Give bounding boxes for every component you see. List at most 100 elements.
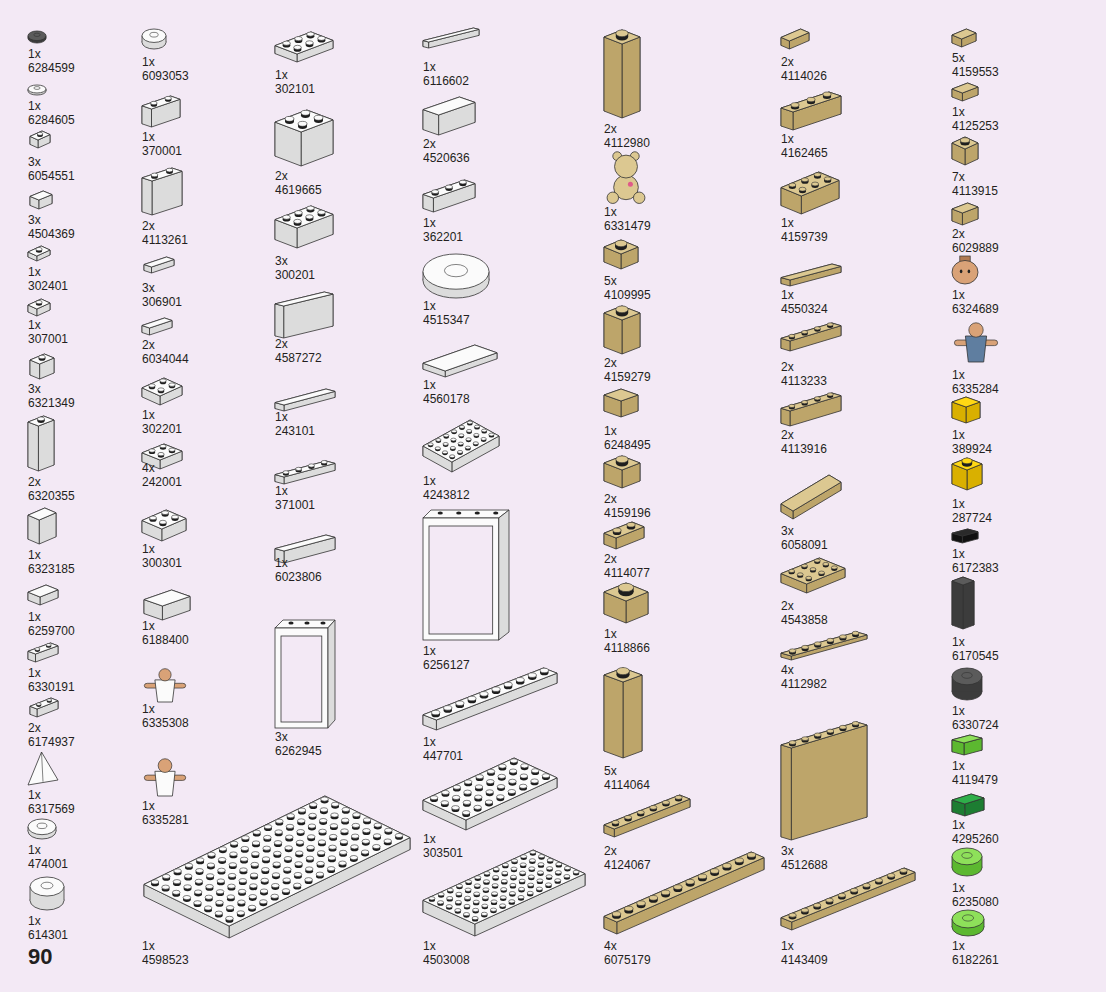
stud-top: [284, 867, 292, 871]
brick-side: [38, 420, 54, 471]
brick-top: [28, 299, 50, 309]
stud-top: [875, 878, 882, 882]
brick-top: [604, 456, 640, 470]
stud-top: [476, 775, 484, 779]
quantity: 1x: [952, 759, 965, 773]
quantity: 1x: [142, 408, 155, 422]
part-number: 6330191: [28, 680, 75, 694]
part-number: 6172383: [952, 561, 999, 575]
round-top: [423, 254, 489, 289]
quantity: 2x: [142, 338, 155, 352]
quantity: 5x: [604, 274, 617, 288]
stud-top: [747, 853, 756, 858]
stud-top: [218, 857, 226, 861]
brick-top: [781, 393, 841, 411]
stud-top: [519, 879, 525, 882]
stud-top: [287, 814, 295, 818]
part-number: 6320355: [28, 489, 75, 503]
part-number: 4114077: [604, 566, 650, 580]
stud-top: [432, 190, 439, 194]
stud-top: [295, 211, 303, 215]
stud-top: [242, 836, 250, 840]
part-number: 302101: [275, 82, 315, 96]
stud-top: [169, 383, 175, 386]
stud-top: [540, 668, 548, 673]
quantity: 1x: [142, 130, 155, 144]
stud-top: [317, 851, 325, 855]
quantity: 1x: [142, 619, 155, 633]
stud-top: [482, 429, 487, 432]
brick-top: [781, 92, 841, 112]
stud-top: [814, 327, 820, 330]
stud-top: [158, 452, 164, 455]
stud-top: [814, 397, 820, 400]
part-number: 6034044: [142, 352, 189, 366]
quantity: 1x: [28, 914, 41, 928]
stud-top: [537, 879, 543, 882]
stud-top: [159, 520, 166, 524]
stud-top: [342, 807, 350, 811]
quantity: 2x: [781, 55, 794, 69]
part-number: 4515347: [423, 313, 470, 327]
stud-top: [615, 240, 627, 246]
stud-top: [196, 869, 204, 873]
stud-top: [625, 906, 634, 911]
stud-top: [502, 871, 508, 874]
stud-top: [262, 857, 270, 861]
quantity: 2x: [604, 492, 617, 506]
part-number: 6335308: [142, 716, 189, 730]
stud-top: [151, 173, 158, 177]
frame-opening: [281, 636, 322, 722]
stud-top: [827, 729, 834, 733]
stud-top: [215, 911, 223, 915]
part-number: 4118866: [604, 641, 650, 655]
stud-top: [827, 393, 833, 396]
stud-top: [447, 896, 453, 899]
part-number: 447701: [423, 749, 463, 763]
quantity: 3x: [781, 524, 794, 538]
brick-top: [275, 389, 335, 405]
stud-top: [452, 795, 460, 799]
stud-top: [649, 895, 658, 900]
stud-top: [307, 835, 315, 839]
part-number: 4113261: [142, 233, 188, 247]
stud-top: [321, 797, 329, 801]
stud-top: [447, 888, 453, 891]
quantity: 2x: [28, 721, 41, 735]
stud-top: [612, 912, 621, 917]
stud-top: [528, 673, 536, 678]
quantity: 1x: [423, 832, 436, 846]
part-number: 4598523: [142, 953, 189, 967]
part-number: 4512688: [781, 858, 828, 872]
stud-top: [474, 805, 482, 809]
quantity: 2x: [142, 219, 155, 233]
frame-stud: [320, 622, 325, 625]
stud-top: [802, 645, 809, 649]
stud-top: [297, 819, 305, 823]
round-stud: [962, 915, 973, 921]
stud-top: [317, 861, 325, 865]
part-number: 4560178: [423, 392, 470, 406]
frame-side: [328, 620, 335, 728]
stud-top: [852, 631, 859, 635]
part-number: 6058091: [781, 538, 828, 552]
stud-top: [216, 890, 224, 894]
round-top: [952, 910, 984, 928]
quantity: 2x: [604, 356, 617, 370]
stud-top: [789, 569, 795, 572]
quantity: 1x: [781, 132, 794, 146]
teddy-leg: [633, 192, 644, 203]
stud-top: [318, 210, 326, 214]
stud-top: [252, 841, 260, 845]
stud-top: [462, 811, 470, 815]
stud-top: [205, 895, 213, 899]
stud-top: [295, 851, 303, 855]
stud-top: [316, 872, 324, 876]
quantity: 2x: [952, 227, 965, 241]
part-number: 303501: [423, 846, 463, 860]
stud-top: [510, 759, 518, 763]
stud-top: [321, 460, 327, 463]
stud-top: [465, 446, 470, 449]
quantity: 1x: [423, 299, 436, 313]
brick-top: [952, 577, 974, 585]
